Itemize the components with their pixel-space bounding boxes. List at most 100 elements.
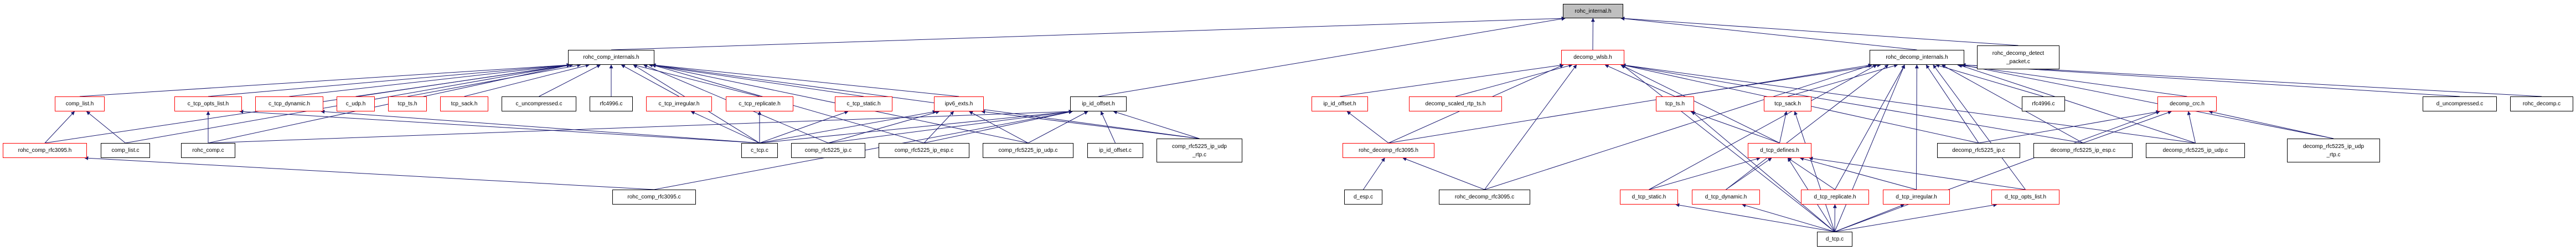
edge-d-tcp-c-to-d-tcp-static-h [1675, 203, 1835, 232]
edge-d-tcp-dynamic-h-to-d-tcp-defines-h [1726, 157, 1772, 190]
node-rohc-decomp-internals-h[interactable]: rohc_decomp_internals.h [1870, 50, 1964, 65]
node-comp-list-h[interactable]: comp_list.h [55, 96, 105, 111]
node-d-tcp-sack-h[interactable]: tcp_sack.h [1764, 96, 1811, 111]
edge-d-ip-id-offset-h-to-decomp-wlsb-h [1339, 63, 1564, 97]
edge-d-tcp-c-to-rohc-decomp-internals-h [1834, 64, 1906, 232]
node-c-tcp-ts-h[interactable]: tcp_ts.h [388, 96, 427, 111]
node-d-uncompressed-c[interactable]: d_uncompressed.c [2423, 96, 2497, 111]
edge-rohc-decomp-c-to-rohc-decomp-internals-h [1961, 63, 2542, 97]
edge-c-tcp-c-to-c-tcp-dynamic-h [321, 109, 760, 144]
node-c-tcp-dynamic-h[interactable]: c_tcp_dynamic.h [255, 96, 323, 111]
edge-decomp-rfc5225-ip-udp-rtp-c-to-decomp-crc-h [2208, 110, 2334, 139]
edge-rohc-decomp-rfc3095-c-to-rohc-decomp-internals-h [1484, 64, 1872, 190]
edge-d-tcp-c-to-decomp-wlsb-h [1622, 64, 1835, 232]
node-c-tcp-sack-h[interactable]: tcp_sack.h [440, 96, 488, 111]
edge-d-tcp-dynamic-h-to-rohc-decomp-internals-h [1726, 64, 1889, 190]
node-rohc-comp-c[interactable]: rohc_comp.c [181, 143, 235, 158]
edge-rohc-comp-rfc3095-h-to-comp-list-h [44, 111, 75, 144]
edge-decomp-rfc5225-ip-c-to-rohc-decomp-internals-h [1925, 64, 1979, 144]
node-d-tcp-replicate-h[interactable]: d_tcp_replicate.h [1801, 190, 1869, 205]
node-comp-rfc5225-ip-udp-c[interactable]: comp_rfc5225_ip_udp.c [983, 143, 1073, 158]
edge-comp-rfc5225-ip-udp-rtp-c-to-rohc-comp-internals-h [652, 63, 1200, 139]
edge-ip-id-offset-c-to-c-ip-id-offset-h [1100, 111, 1116, 144]
edge-comp-list-h-to-rohc-comp-internals-h [79, 63, 571, 97]
edge-d-tcp-opts-list-h-to-rohc-decomp-internals-h [1933, 64, 2026, 190]
edge-comp-rfc5225-ip-udp-rtp-c-to-c-ip-id-offset-h [1113, 110, 1200, 139]
node-ip-id-offset-c[interactable]: ip_id_offset.c [1087, 143, 1143, 158]
node-comp-rfc5225-ip-udp-rtp-c[interactable]: comp_rfc5225_ip_udp _rtp.c [1157, 139, 1242, 162]
node-c-uncompressed-c[interactable]: c_uncompressed.c [502, 96, 576, 111]
edge-c-tcp-static-h-to-rohc-comp-internals-h [648, 63, 864, 97]
edge-c-tcp-c-to-c-ip-id-offset-h [759, 110, 1073, 144]
node-c-tcp-static-h[interactable]: c_tcp_static.h [835, 96, 892, 111]
node-ipv6-exts-h[interactable]: ipv6_exts.h [934, 96, 984, 111]
node-decomp-rfc5225-ip-udp-rtp-c[interactable]: decomp_rfc5225_ip_udp _rtp.c [2287, 139, 2380, 162]
edge-rohc-decomp-rfc3095-c-to-decomp-wlsb-h [1484, 64, 1577, 190]
edge-c-tcp-dynamic-h-to-rohc-comp-internals-h [289, 63, 571, 97]
edge-rohc-decomp-internals-h-to-rohc-internal-h [1620, 17, 1917, 50]
edge-layer [44, 16, 2542, 232]
node-d-ip-id-offset-h[interactable]: ip_id_offset.h [1312, 96, 1368, 111]
node-decomp-rfc5225-ip-c[interactable]: decomp_rfc5225_ip.c [1937, 143, 2020, 158]
node-rohc-comp-internals-h[interactable]: rohc_comp_internals.h [568, 50, 654, 65]
edge-d-tcp-c-to-decomp-crc-h [1834, 110, 2160, 232]
edge-decomp-rfc5225-ip-udp-c-to-decomp-wlsb-h [1622, 63, 2196, 144]
edge-decomp-rfc5225-ip-esp-c-to-rohc-decomp-internals-h [1941, 64, 2083, 144]
edge-d-tcp-replicate-h-to-d-tcp-defines-h [1787, 157, 1835, 190]
node-d-tcp-dynamic-h[interactable]: d_tcp_dynamic.h [1692, 190, 1760, 205]
node-rohc-internal-h[interactable]: rohc_internal.h [1563, 4, 1623, 18]
node-d-rfc4996-c[interactable]: rfc4996.c [2022, 96, 2065, 111]
edge-rohc-comp-c-to-c-ip-id-offset-h [208, 109, 1073, 144]
node-rohc-decomp-rfc3095-c[interactable]: rohc_decomp_rfc3095.c [1439, 190, 1530, 205]
node-comp-list-c[interactable]: comp_list.c [101, 143, 150, 158]
node-comp-rfc5225-ip-esp-c[interactable]: comp_rfc5225_ip_esp.c [879, 143, 969, 158]
node-comp-rfc5225-ip-c[interactable]: comp_rfc5225_ip.c [791, 143, 865, 158]
edge-d-tcp-opts-list-h-to-d-tcp-defines-h [1809, 156, 2026, 190]
edge-rohc-comp-rfc3095-c-to-rohc-comp-rfc3095-h [84, 156, 654, 190]
edge-c-tcp-c-to-c-tcp-static-h [759, 110, 849, 144]
edge-c-tcp-ts-h-to-rohc-comp-internals-h [407, 63, 581, 97]
edge-c-uncompressed-c-to-rohc-comp-internals-h [539, 64, 601, 97]
node-c-tcp-opts-list-h[interactable]: c_tcp_opts_list.h [174, 96, 242, 111]
node-d-tcp-ts-h[interactable]: tcp_ts.h [1656, 96, 1694, 111]
node-c-tcp-c[interactable]: c_tcp.c [741, 143, 778, 158]
edge-d-tcp-defines-h-to-d-tcp-ts-h [1690, 110, 1780, 144]
node-d-esp-c[interactable]: d_esp.c [1344, 190, 1382, 205]
node-rohc-decomp-detect-packet-c[interactable]: rohc_decomp_detect _packet.c [1977, 45, 2059, 69]
node-decomp-scaled-rtp-ts-h[interactable]: decomp_scaled_rtp_ts.h [1409, 96, 1502, 111]
edge-decomp-crc-h-to-rohc-decomp-internals-h [1957, 63, 2187, 97]
node-d-tcp-defines-h[interactable]: d_tcp_defines.h [1748, 143, 1811, 158]
edge-rohc-decomp-rfc3095-c-to-rohc-decomp-rfc3095-h [1402, 157, 1485, 190]
edge-d-tcp-static-h-to-d-tcp-defines-h [1649, 157, 1761, 190]
node-c-ip-id-offset-h[interactable]: ip_id_offset.h [1070, 96, 1127, 111]
node-c-tcp-irregular-h[interactable]: c_tcp_irregular.h [646, 96, 712, 111]
node-c-udp-h[interactable]: c_udp.h [337, 96, 375, 111]
node-d-tcp-static-h[interactable]: d_tcp_static.h [1620, 190, 1678, 205]
node-rohc-comp-rfc3095-h[interactable]: rohc_comp_rfc3095.h [3, 143, 87, 158]
node-rohc-decomp-rfc3095-h[interactable]: rohc_decomp_rfc3095.h [1343, 143, 1434, 158]
edge-c-tcp-replicate-h-to-rohc-comp-internals-h [633, 64, 760, 97]
edge-rohc-decomp-rfc3095-h-to-d-ip-id-offset-h [1346, 111, 1389, 144]
node-d-tcp-irregular-h[interactable]: d_tcp_irregular.h [1883, 190, 1950, 205]
edge-decomp-rfc5225-ip-udp-c-to-decomp-crc-h [2187, 111, 2196, 144]
edge-c-tcp-irregular-h-to-rohc-comp-internals-h [621, 64, 679, 97]
edge-comp-list-c-to-comp-list-h [86, 111, 126, 144]
node-d-tcp-c[interactable]: d_tcp.c [1817, 232, 1852, 247]
node-rohc-comp-rfc3095-c[interactable]: rohc_comp_rfc3095.c [612, 190, 696, 205]
edge-d-tcp-c-to-d-tcp-opts-list-h [1834, 203, 1997, 232]
edge-decomp-rfc5225-ip-esp-c-to-decomp-wlsb-h [1622, 63, 2083, 144]
node-decomp-crc-h[interactable]: decomp_crc.h [2157, 96, 2217, 111]
edge-d-tcp-c-to-d-tcp-sack-h [1794, 111, 1835, 232]
edge-d-uncompressed-c-to-rohc-decomp-internals-h [1961, 63, 2460, 97]
edge-d-esp-c-to-rohc-decomp-rfc3095-h [1363, 157, 1385, 190]
edge-comp-rfc5225-ip-esp-c-to-c-ip-id-offset-h [923, 110, 1073, 144]
edge-d-tcp-replicate-h-to-rohc-decomp-internals-h [1835, 64, 1905, 190]
node-c-tcp-replicate-h[interactable]: c_tcp_replicate.h [726, 96, 793, 111]
node-decomp-wlsb-h[interactable]: decomp_wlsb.h [1561, 50, 1624, 65]
node-c-rfc4996-c[interactable]: rfc4996.c [590, 96, 633, 111]
node-rohc-decomp-c[interactable]: rohc_decomp.c [2510, 96, 2573, 111]
edge-rohc-comp-internals-h-to-rohc-internal-h [611, 16, 1566, 50]
node-decomp-rfc5225-ip-udp-c[interactable]: decomp_rfc5225_ip_udp.c [2146, 143, 2245, 158]
node-d-tcp-opts-list-h[interactable]: d_tcp_opts_list.h [1991, 190, 2059, 205]
node-decomp-rfc5225-ip-esp-c[interactable]: decomp_rfc5225_ip_esp.c [2033, 143, 2133, 158]
